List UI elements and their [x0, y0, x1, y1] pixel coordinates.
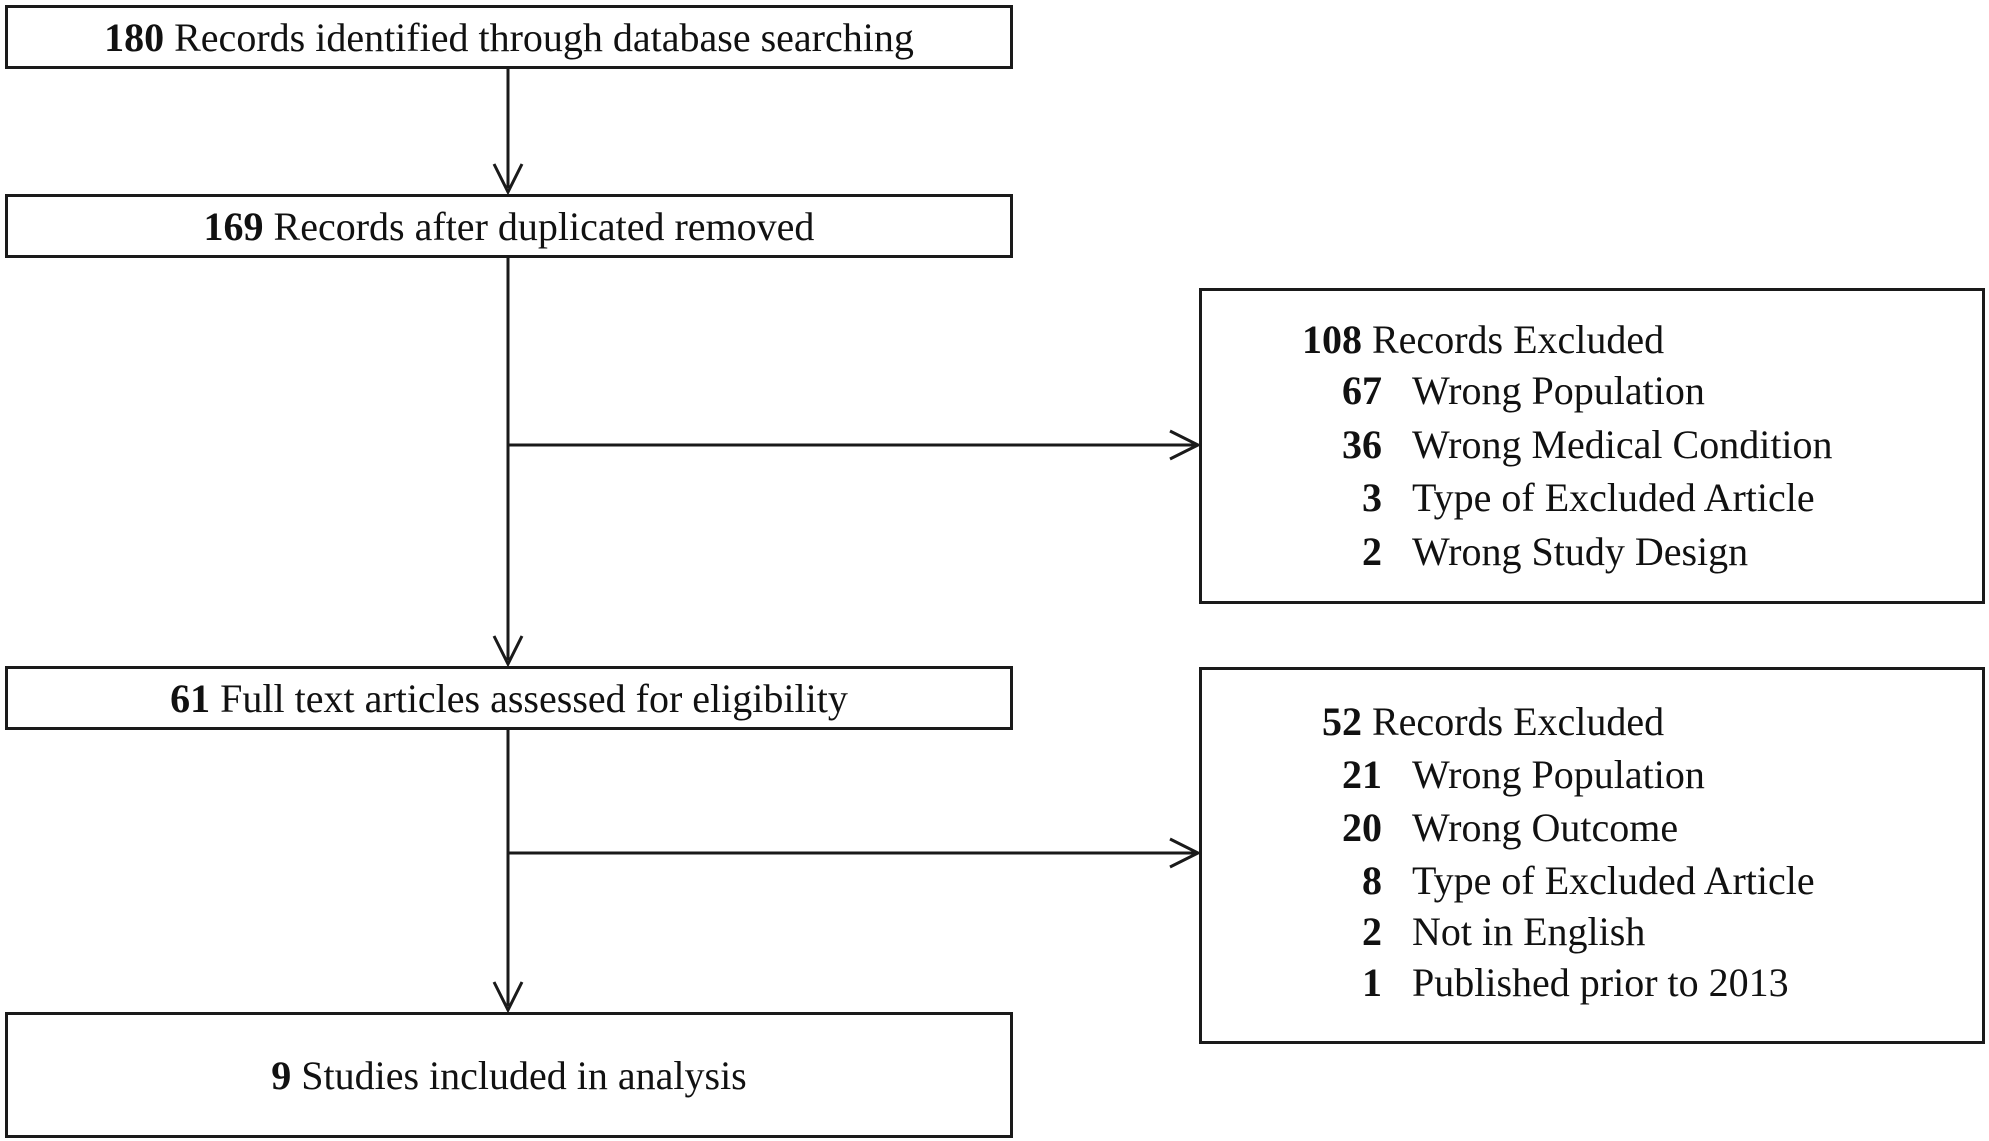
exclusion-1-item-count: 67 — [1342, 368, 1382, 413]
exclusion-2-item-reason: Published prior to 2013 — [1412, 960, 1789, 1005]
exclusion-2-item: 20 Wrong Outcome — [1302, 804, 1902, 854]
exclusion-1-item-reason: Type of Excluded Article — [1412, 475, 1815, 520]
exclusion-1-item-count: 3 — [1362, 475, 1382, 520]
arrowhead-3 — [1169, 429, 1202, 461]
exclusion-2-item-reason: Wrong Outcome — [1412, 805, 1679, 850]
arrowhead-1 — [492, 163, 524, 196]
fulltext-text: Full text articles assessed for eligibil… — [220, 675, 848, 721]
exclusion-1-item: 2 Wrong Study Design — [1302, 528, 1902, 578]
exclusion-2-item-reason: Type of Excluded Article — [1412, 858, 1815, 903]
deduplicated-box: 169 Records after duplicated removed — [5, 194, 1013, 258]
exclusion-2-item-count: 2 — [1362, 909, 1382, 954]
identified-box: 180 Records identified through database … — [5, 5, 1013, 69]
exclusion-2-item-count: 21 — [1342, 752, 1382, 797]
exclusion-2-text: Records Excluded — [1372, 699, 1665, 744]
exclusion-2-item: 2 Not in English — [1302, 908, 1902, 958]
exclusion-2-item-count: 1 — [1362, 960, 1382, 1005]
deduplicated-text: Records after duplicated removed — [273, 203, 815, 249]
exclusion-2-item: 21 Wrong Population — [1302, 751, 1902, 801]
included-count: 9 — [271, 1052, 292, 1098]
exclusion-1-text: Records Excluded — [1372, 317, 1665, 362]
exclusion-1-item: 36 Wrong Medical Condition — [1302, 421, 1902, 471]
identified-count: 180 — [104, 14, 165, 60]
identified-text: Records identified through database sear… — [174, 14, 914, 60]
exclusion-1-item-reason: Wrong Population — [1412, 368, 1705, 413]
exclusion-1-item-count: 36 — [1342, 422, 1382, 467]
exclusion-2-item-reason: Wrong Population — [1412, 752, 1705, 797]
exclusion-2-item-count: 20 — [1342, 805, 1382, 850]
exclusion-2-item: 8 Type of Excluded Article — [1302, 857, 1902, 907]
arrowhead-2 — [492, 635, 524, 668]
exclusion-1-item: 67 Wrong Population — [1302, 367, 1902, 417]
fulltext-box: 61 Full text articles assessed for eligi… — [5, 666, 1013, 730]
exclusion-1-item-reason: Wrong Study Design — [1412, 529, 1749, 574]
arrowhead-4 — [492, 981, 524, 1014]
exclusion-1-item-reason: Wrong Medical Condition — [1412, 422, 1833, 467]
exclusion-1-item-count: 2 — [1362, 529, 1382, 574]
exclusion-1-item: 3 Type of Excluded Article — [1302, 474, 1902, 524]
exclusion-2-item: 1 Published prior to 2013 — [1302, 959, 1902, 1009]
included-box: 9 Studies included in analysis — [5, 1012, 1013, 1138]
fulltext-count: 61 — [170, 675, 211, 721]
exclusion-2-item-reason: Not in English — [1412, 909, 1646, 954]
exclusion-1-count: 108 — [1302, 317, 1362, 362]
deduplicated-count: 169 — [203, 203, 264, 249]
included-text: Studies included in analysis — [301, 1052, 747, 1098]
arrowhead-5 — [1169, 837, 1202, 869]
exclusion-2-item-count: 8 — [1362, 858, 1382, 903]
exclusion-2-count: 52 — [1322, 699, 1362, 744]
